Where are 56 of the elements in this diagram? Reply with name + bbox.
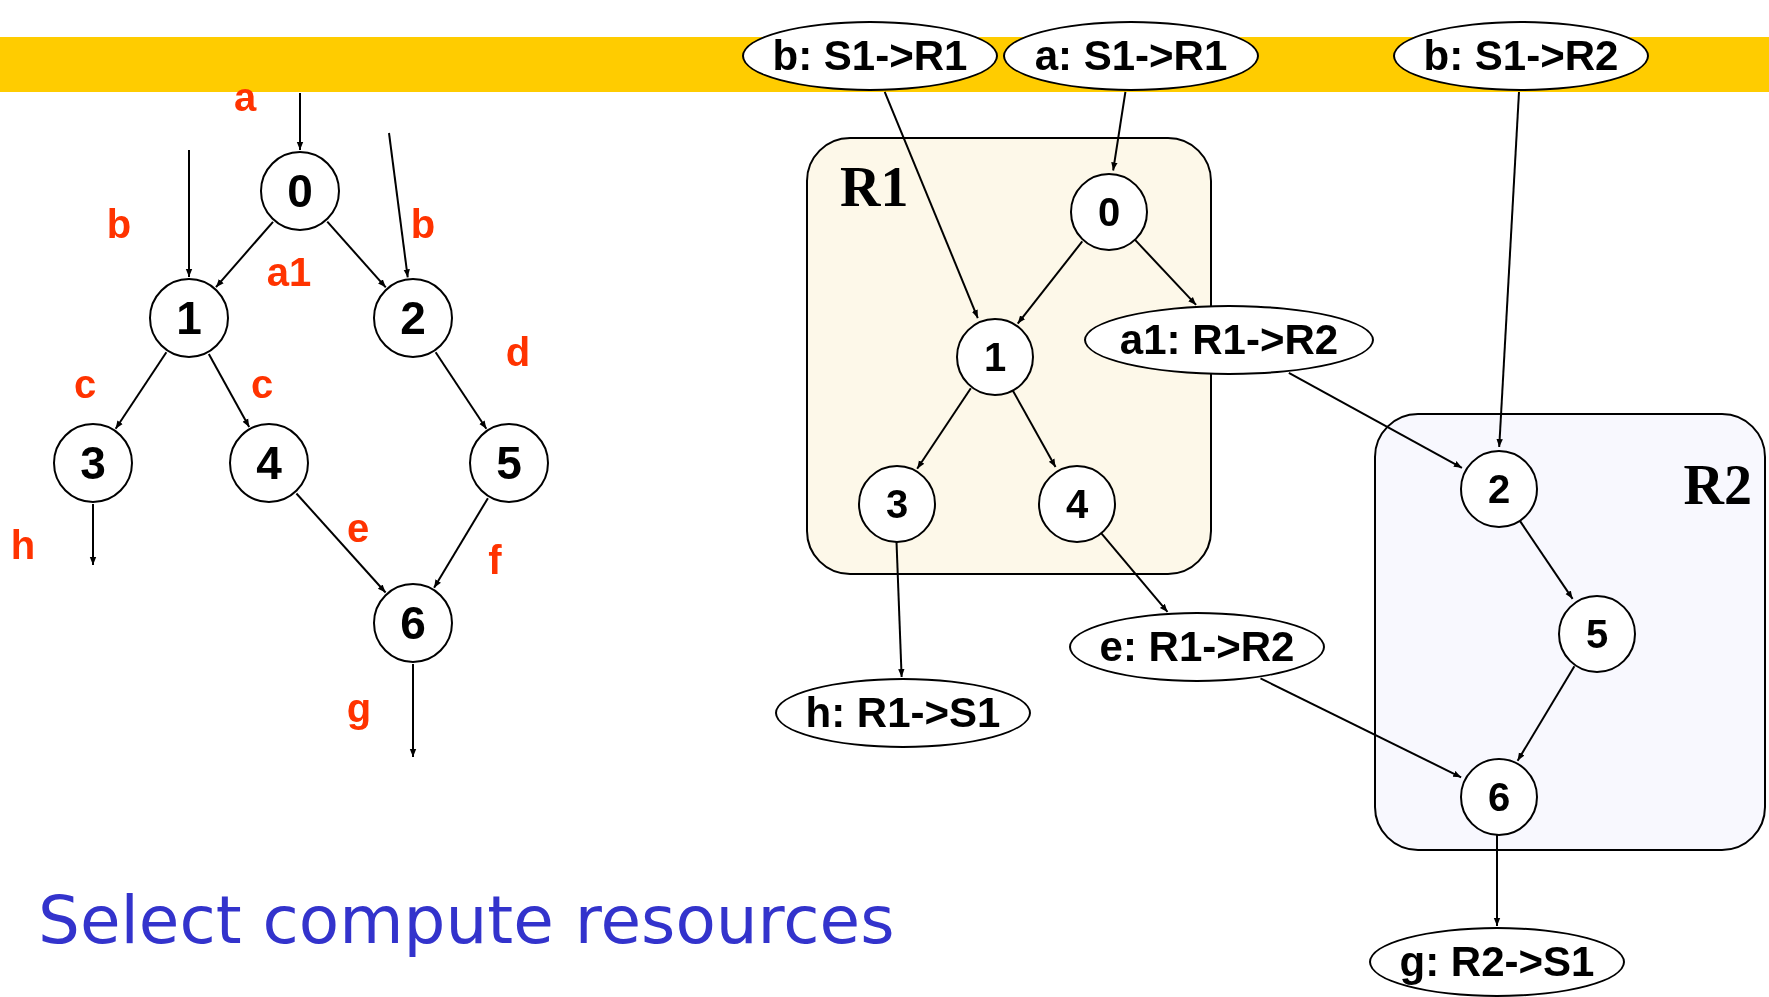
task-circle: 2 xyxy=(373,278,453,358)
arrow xyxy=(1259,677,1463,779)
arrow xyxy=(883,90,979,319)
task-circle: 4 xyxy=(1038,465,1116,543)
arrow xyxy=(295,492,387,594)
resource-box xyxy=(1374,413,1766,851)
arrow xyxy=(1518,519,1574,600)
arrow xyxy=(1016,240,1084,325)
edge-label: b xyxy=(410,204,436,244)
resource-label: R2 xyxy=(1683,457,1752,513)
edge-label: d xyxy=(505,332,531,372)
edge-label: a1 xyxy=(266,252,312,292)
task-circle: 0 xyxy=(1070,173,1148,251)
arrow xyxy=(895,540,905,678)
task-circle: 2 xyxy=(1460,450,1538,528)
task-circle: 3 xyxy=(858,465,936,543)
arrow xyxy=(114,351,168,430)
arrow xyxy=(1516,665,1576,762)
task-circle: 6 xyxy=(373,583,453,663)
edge-label: e xyxy=(346,508,370,548)
arrow xyxy=(215,220,274,289)
task-circle: 1 xyxy=(149,278,229,358)
arrow xyxy=(207,352,251,429)
edge-label: g xyxy=(346,688,372,728)
arrow xyxy=(1493,834,1501,927)
transfer-ellipse: g: R2->S1 xyxy=(1369,927,1625,997)
task-circle: 6 xyxy=(1460,758,1538,836)
transfer-ellipse: h: R1->S1 xyxy=(775,678,1031,748)
task-circle: 4 xyxy=(229,423,309,503)
arrow xyxy=(409,663,417,758)
edge-label: c xyxy=(73,364,97,404)
arrow xyxy=(89,503,97,566)
task-circle: 0 xyxy=(260,151,340,231)
arrow xyxy=(1133,238,1198,306)
arrow xyxy=(1011,388,1057,469)
edge-label: b xyxy=(106,204,132,244)
arrow xyxy=(916,387,972,470)
arrow xyxy=(185,149,193,278)
task-circle: 5 xyxy=(469,423,549,503)
arrow xyxy=(1099,531,1169,613)
edge-label: h xyxy=(10,525,36,565)
arrow xyxy=(433,497,489,589)
arrow xyxy=(1496,91,1520,449)
arrow xyxy=(296,92,304,151)
arrow xyxy=(1111,90,1127,172)
transfer-ellipse: a1: R1->R2 xyxy=(1084,305,1374,375)
task-circle: 5 xyxy=(1558,595,1636,673)
task-circle: 1 xyxy=(956,318,1034,396)
edge-label: c xyxy=(250,364,274,404)
resource-label: R1 xyxy=(840,159,909,215)
arrow xyxy=(388,132,410,279)
edge-label: f xyxy=(488,540,502,580)
transfer-ellipse: e: R1->R2 xyxy=(1069,612,1325,682)
arrow xyxy=(434,351,488,430)
task-circle: 3 xyxy=(53,423,133,503)
arrow xyxy=(326,220,387,289)
